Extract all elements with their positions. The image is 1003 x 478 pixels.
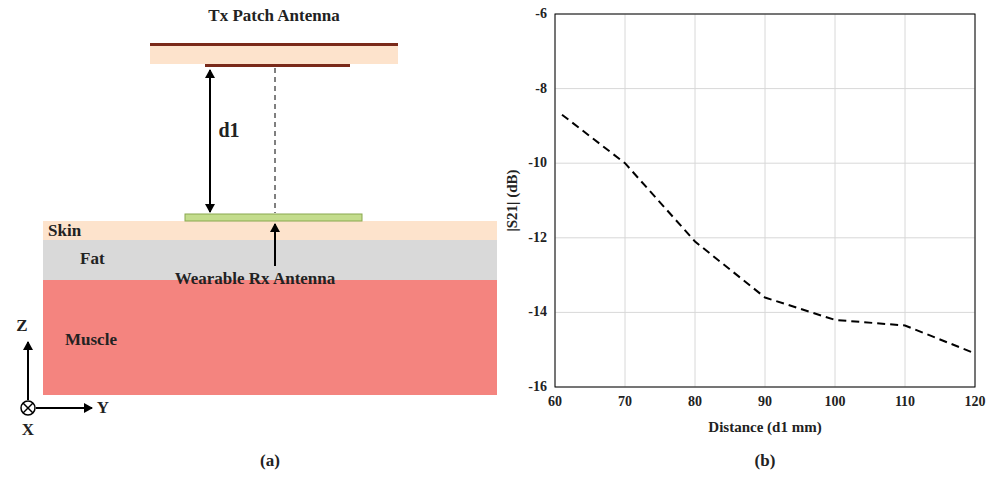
muscle-layer: Muscle [43, 280, 497, 395]
grid-line [555, 237, 975, 238]
x-axis-symbol [21, 401, 35, 415]
axis-label: X [22, 420, 34, 440]
plot-frame [555, 14, 975, 387]
x-axis-symbol [23, 403, 33, 413]
axis-label: Z [16, 316, 27, 336]
axis-title: Distance (d1 mm) [708, 419, 821, 436]
grid-line [625, 14, 626, 387]
tick-label: 60 [548, 394, 562, 410]
tick-label: -16 [528, 379, 547, 395]
chart-grid [555, 14, 975, 387]
tick-label: 110 [895, 394, 915, 410]
tick-label: -8 [535, 81, 547, 97]
center-line [275, 68, 276, 213]
y-axis [36, 407, 92, 409]
tick-label: 120 [965, 394, 986, 410]
layer-label: Muscle [65, 330, 117, 350]
dimension-arrow [209, 70, 211, 212]
grid-line [555, 312, 975, 313]
grid-line [555, 88, 975, 89]
skin-layer: Skin [43, 221, 497, 240]
tick-label: -10 [528, 155, 547, 171]
grid-line [835, 14, 836, 387]
panel-label: (a) [260, 451, 280, 471]
tick-label: -6 [535, 6, 547, 22]
tick-label: 80 [688, 394, 702, 410]
tick-label: 100 [825, 394, 846, 410]
grid-line [555, 163, 975, 164]
tick-label: 70 [618, 394, 632, 410]
tick-label: -12 [528, 230, 547, 246]
s21-curve [562, 115, 975, 354]
dimension-label: d1 [218, 119, 239, 142]
rx-antenna [185, 214, 362, 221]
layer-label: Skin [48, 221, 81, 241]
tick-label: 90 [758, 394, 772, 410]
grid-line [905, 14, 906, 387]
x-axis-symbol [23, 403, 33, 413]
callout-label: Wearable Rx Antenna [173, 269, 338, 289]
patch [205, 64, 350, 67]
grid-line [695, 14, 696, 387]
panel-label: (b) [755, 451, 776, 471]
layer-label: Fat [80, 249, 105, 269]
z-axis [27, 342, 29, 400]
axis-title: |S21| (dB) [503, 169, 520, 231]
tick-label: -14 [528, 304, 547, 320]
tx-patch-antenna: Tx Patch Antenna [150, 4, 398, 68]
grid-line [765, 14, 766, 387]
layer-label: Tx Patch Antenna [208, 6, 339, 26]
substrate [150, 46, 398, 64]
axis-label: Y [97, 398, 109, 418]
